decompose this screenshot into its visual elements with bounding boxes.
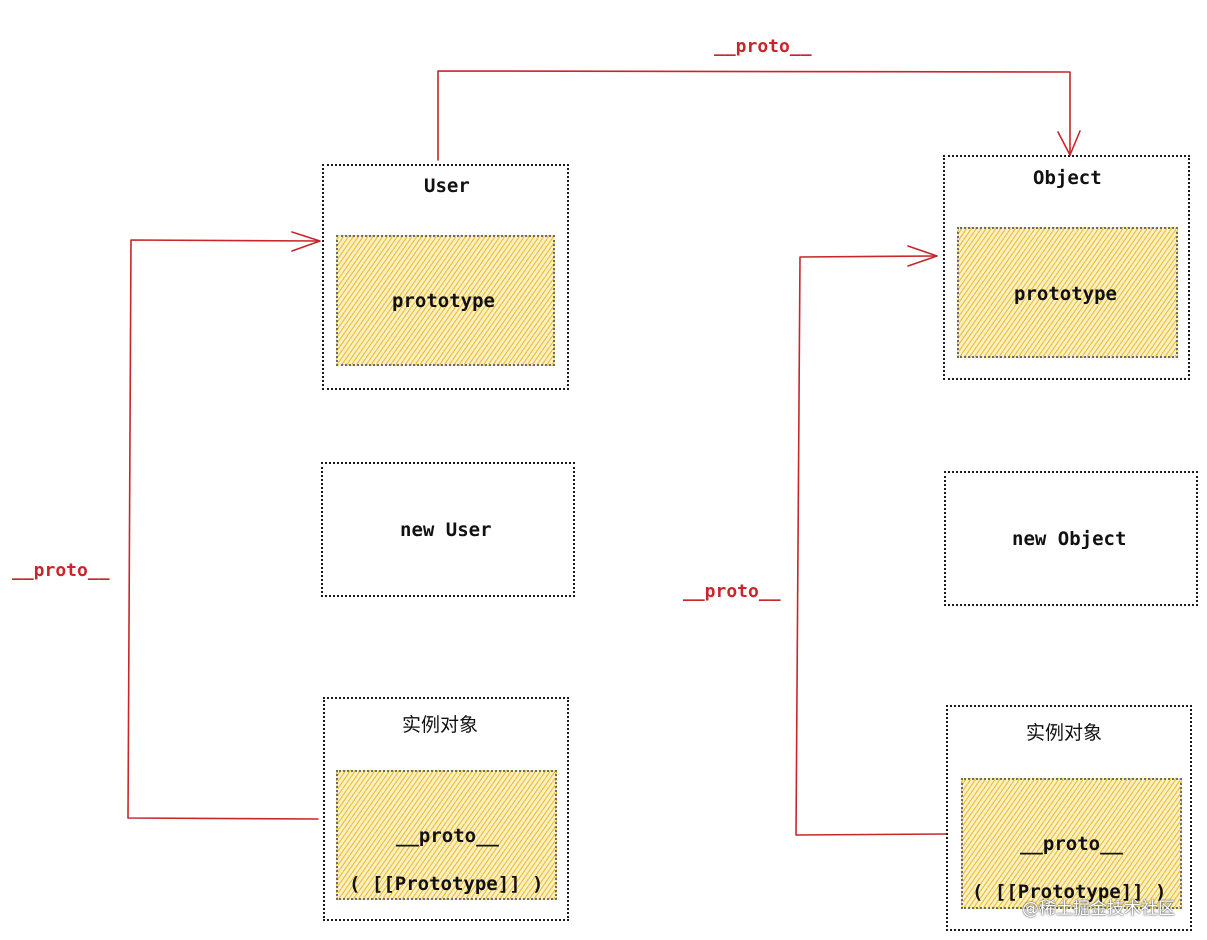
top-proto-label: __proto__ <box>714 36 812 57</box>
user-title: User <box>424 175 470 197</box>
user-instance-proto-label: __proto__ <box>396 825 499 847</box>
user-instance-box <box>323 697 569 921</box>
object-constructor-box <box>943 155 1190 380</box>
user-prototype-label: prototype <box>392 290 495 312</box>
object-instance-box <box>946 705 1192 931</box>
user-prototype-box <box>336 235 555 366</box>
object-instance-title: 实例对象 <box>1026 722 1103 744</box>
right-proto-arrow <box>795 255 947 836</box>
object-prototype-box <box>957 227 1178 358</box>
user-constructor-box <box>322 164 569 390</box>
object-instance-prototype-detail: ( [[Prototype]] ) <box>972 881 1167 903</box>
user-instance-proto-box <box>336 770 557 900</box>
left-proto-arrow <box>127 239 319 820</box>
user-instance-prototype-detail: ( [[Prototype]] ) <box>349 873 544 895</box>
top-proto-arrowhead <box>1057 130 1081 156</box>
middle-proto-label: __proto__ <box>683 581 781 602</box>
watermark: @稀土掘金技术社区 <box>1022 899 1175 919</box>
left-proto-label: __proto__ <box>12 560 110 581</box>
object-instance-proto-box <box>961 778 1182 909</box>
new-object-label: new Object <box>1012 528 1127 550</box>
object-title: Object <box>1033 167 1102 189</box>
object-prototype-label: prototype <box>1014 283 1117 305</box>
user-instance-title: 实例对象 <box>402 714 479 736</box>
object-instance-proto-label: __proto__ <box>1020 833 1123 855</box>
right-proto-arrowhead <box>907 245 938 267</box>
top-proto-arrow <box>437 70 1071 161</box>
new-user-box <box>321 462 575 597</box>
new-object-box <box>944 471 1198 606</box>
new-user-label: new User <box>400 519 492 541</box>
left-proto-arrowhead <box>291 231 321 252</box>
